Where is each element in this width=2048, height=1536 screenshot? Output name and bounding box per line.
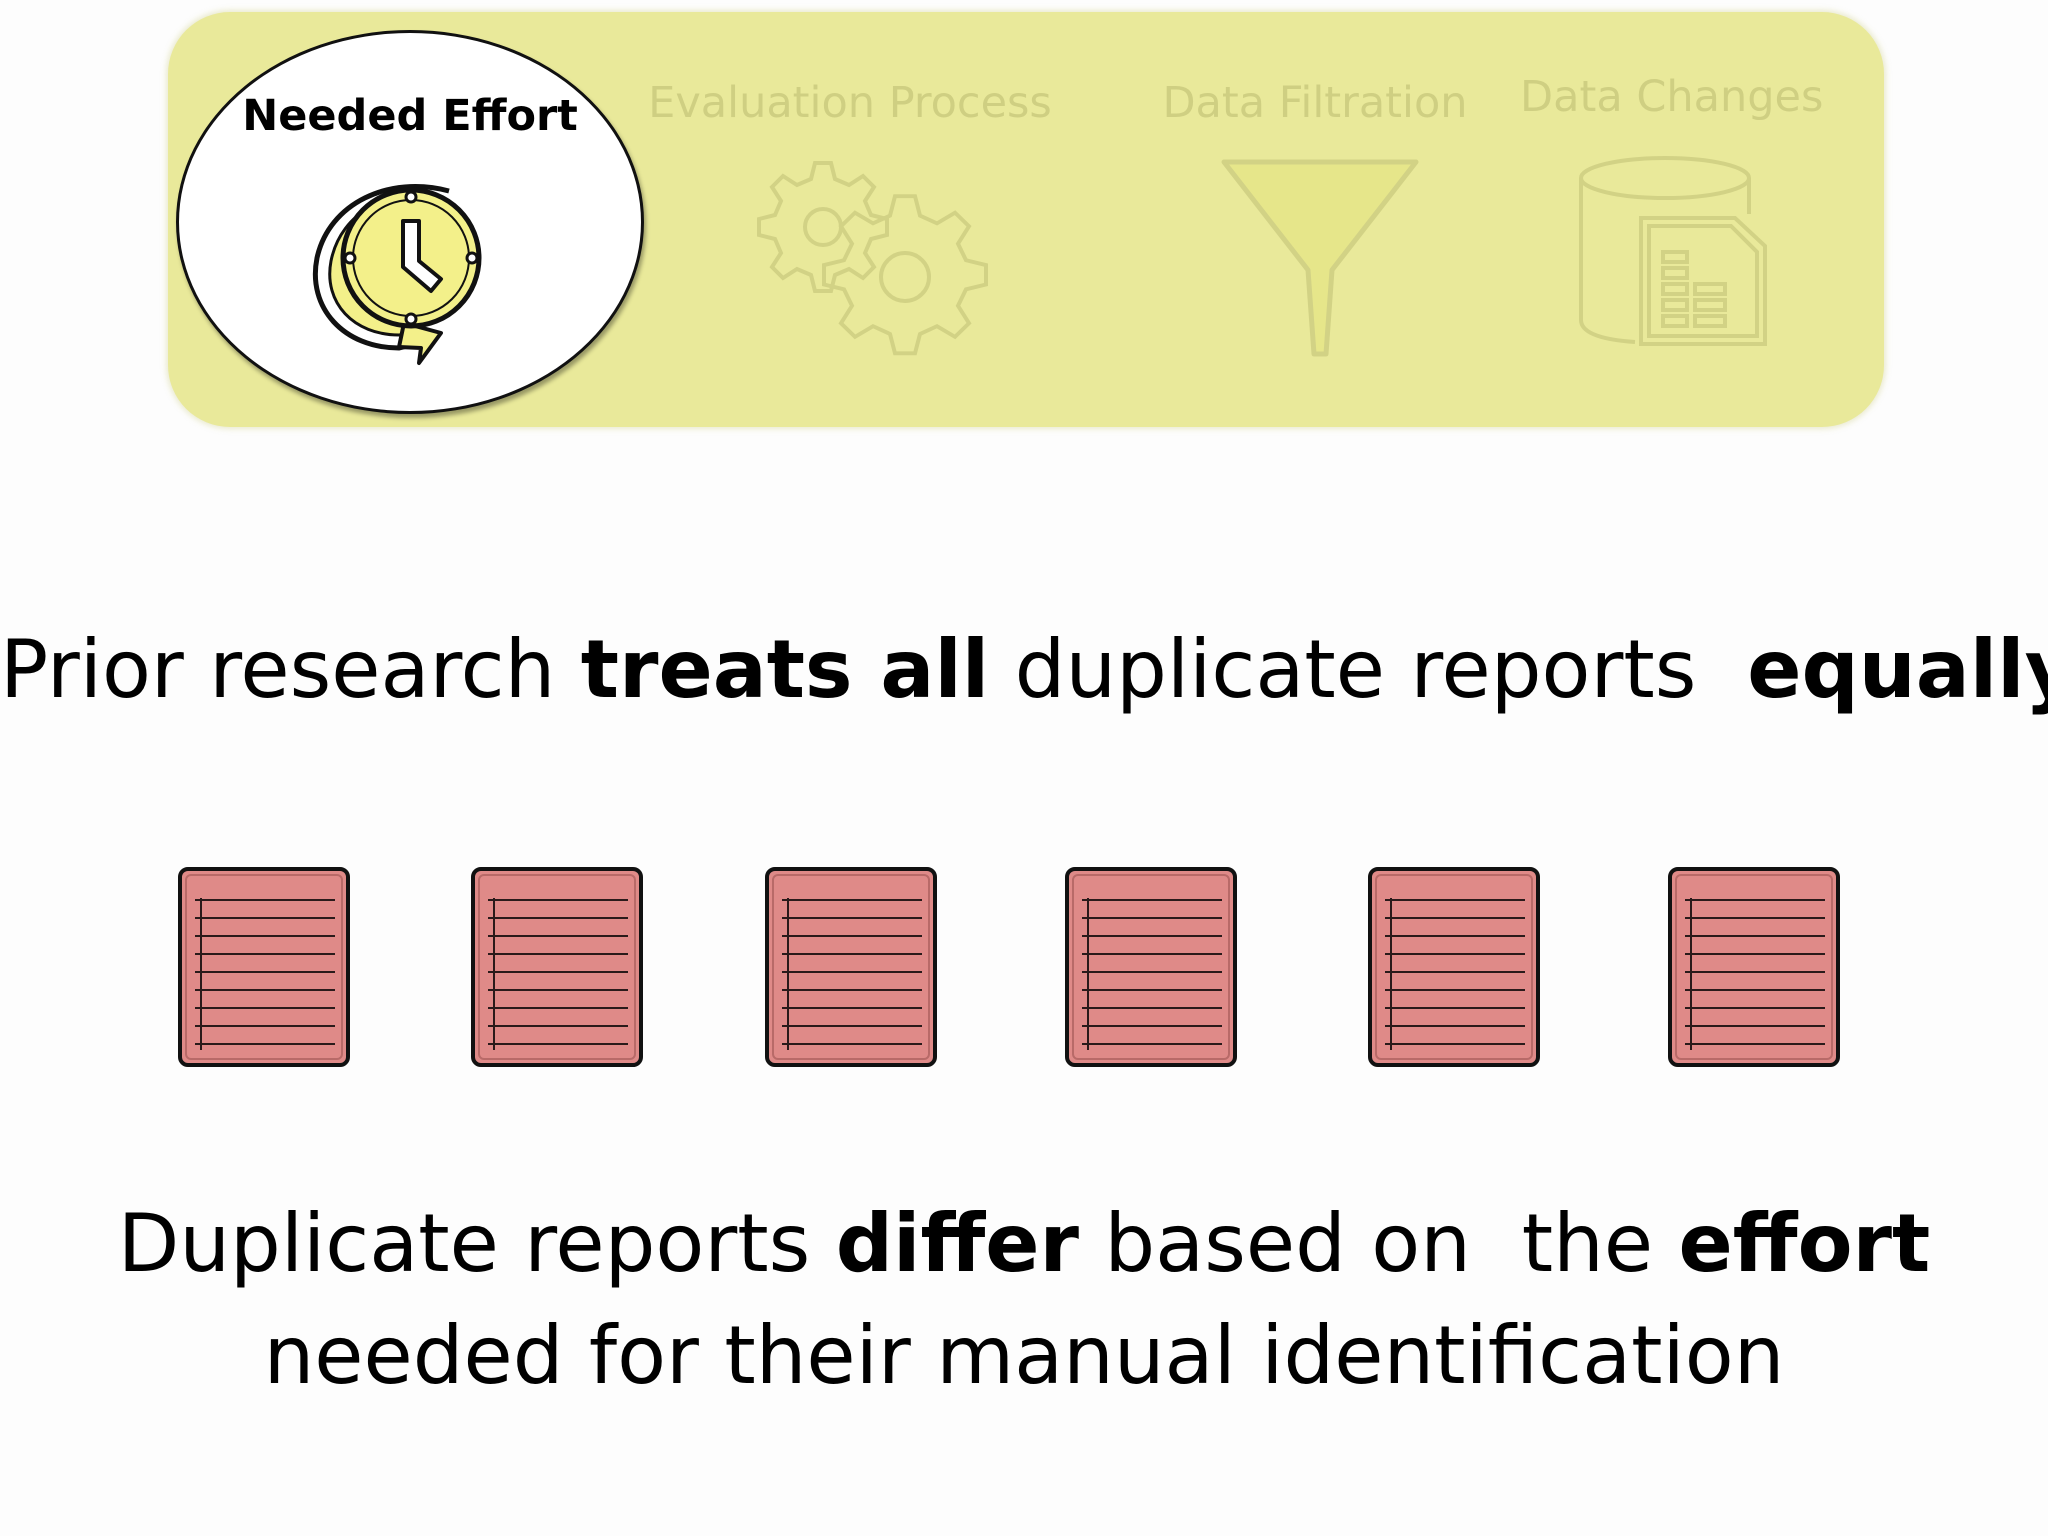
step-data-filtration: Data Filtration [1160, 78, 1470, 378]
step-label-evaluation-process: Evaluation Process [648, 78, 1052, 128]
step-data-changes: Data Changes [1520, 72, 1824, 372]
statement-2-text-2: based on the [1078, 1197, 1679, 1290]
report-document-icon [1064, 866, 1238, 1068]
statement-2-text-1: Duplicate reports [117, 1197, 836, 1290]
statement-2-line-2: needed for their manual identification [263, 1309, 1785, 1402]
statement-2-emphasis-effort: effort [1678, 1197, 1931, 1290]
report-document-icon [1367, 866, 1541, 1068]
step-label-needed-effort: Needed Effort [242, 91, 578, 141]
database-icon [1579, 156, 1767, 346]
step-needed-effort: Needed Effort [176, 30, 644, 414]
report-document-icon [1667, 866, 1841, 1068]
step-label-data-changes: Data Changes [1520, 72, 1824, 122]
statement-1-text-1: Prior research [0, 623, 581, 716]
statement-1-text-2: duplicate reports [989, 623, 1748, 716]
report-document-icon [470, 866, 644, 1068]
clock-icon [313, 184, 482, 365]
report-document-icon [764, 866, 938, 1068]
step-label-data-filtration: Data Filtration [1162, 78, 1468, 128]
statement-duplicate-reports-differ: Duplicate reports differ based on the ef… [0, 1188, 2048, 1412]
step-evaluation-process: Evaluation Process [640, 78, 1060, 378]
statement-prior-research: Prior research treats all duplicate repo… [0, 620, 2048, 720]
funnel-icon [1221, 159, 1419, 357]
statement-2-emphasis-differ: differ [835, 1197, 1079, 1290]
report-document-icon [177, 866, 351, 1068]
gears-icon [757, 161, 988, 356]
statement-1-emphasis-equally: equally [1747, 623, 2048, 716]
statement-1-emphasis-treats-all: treats all [580, 623, 990, 716]
